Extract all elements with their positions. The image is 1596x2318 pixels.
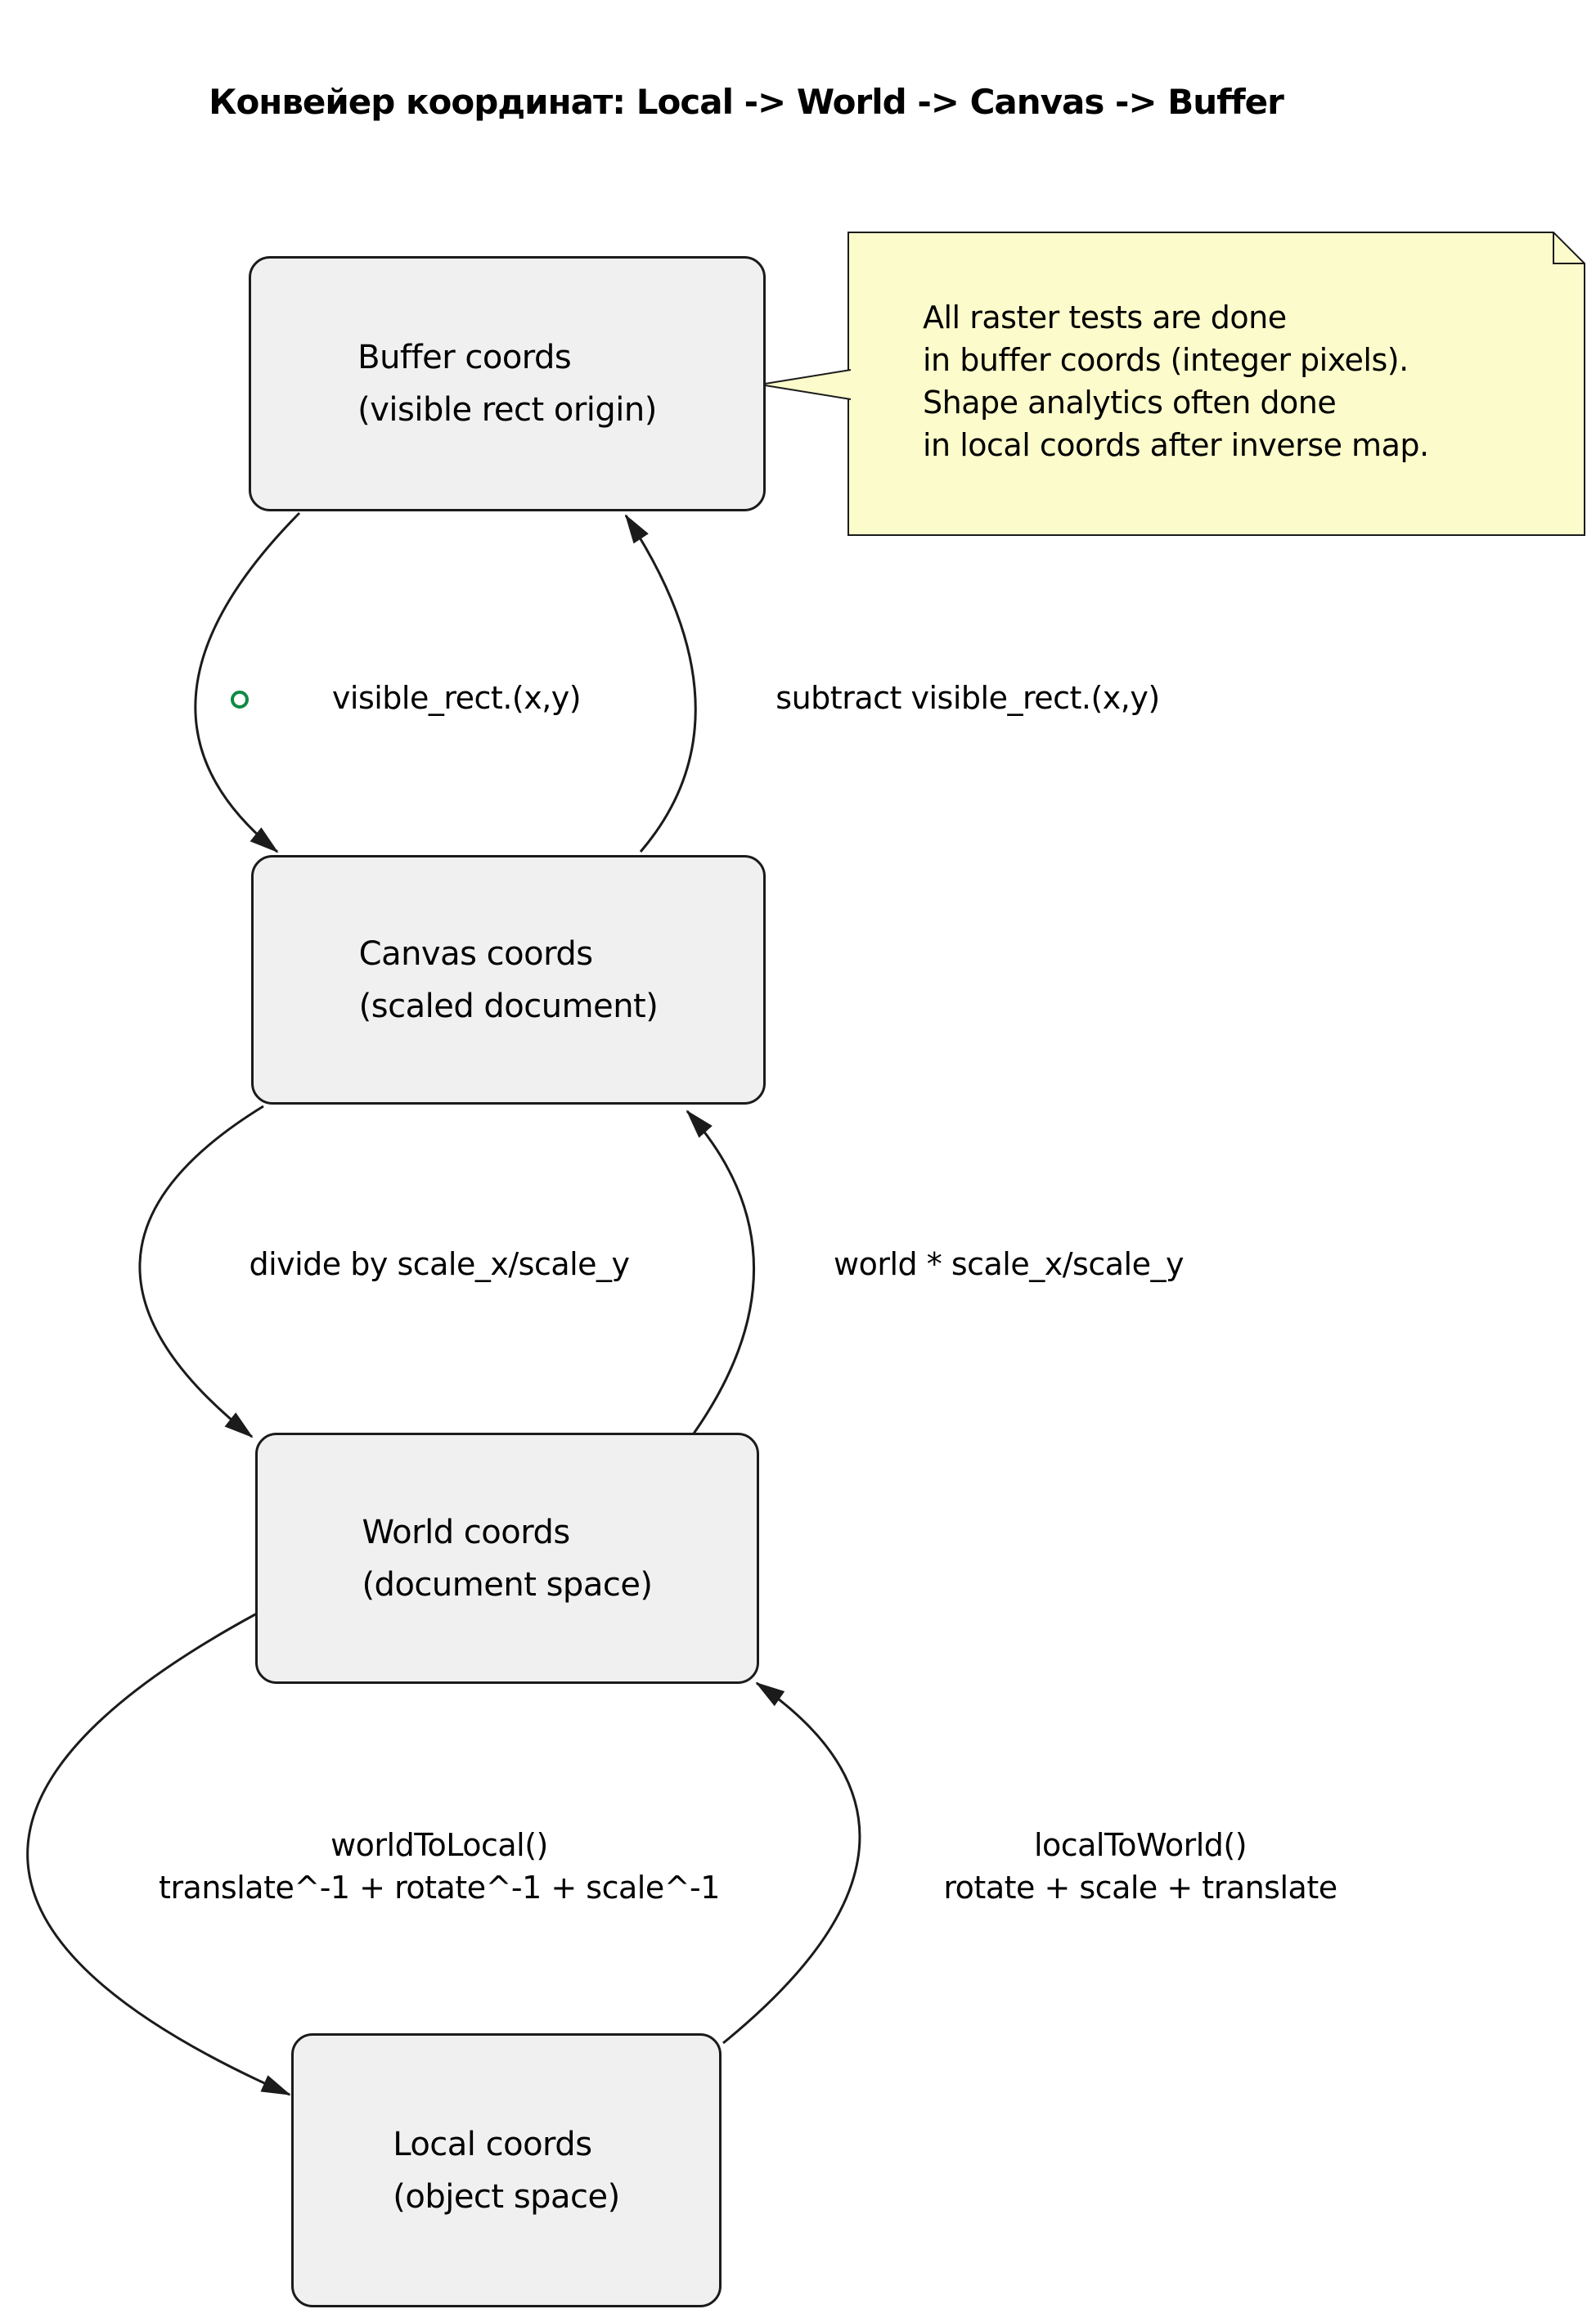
edge-label-local-to-world: localToWorld() rotate + scale + translat… — [943, 1827, 1337, 1906]
edge-world-to-local — [26, 1612, 291, 2096]
node-world-coords: World coords (document space) — [255, 1433, 759, 1684]
edge-label-divide-by-scale: divide by scale_x/scale_y — [249, 1246, 630, 1282]
node-buffer-coords: Buffer coords (visible rect origin) — [249, 256, 766, 511]
node-buffer-coords-label: Buffer coords (visible rect origin) — [357, 339, 657, 429]
edge-canvas-to-world — [138, 1105, 264, 1438]
diagram-title: Конвейер координат: Local -> World -> Ca… — [209, 82, 1284, 122]
note-tail — [759, 369, 852, 400]
entry-point-circle-icon — [231, 691, 249, 709]
edge-buffer-to-canvas — [194, 511, 301, 853]
node-canvas-coords-label: Canvas coords (scaled document) — [358, 934, 659, 1025]
node-canvas-coords: Canvas coords (scaled document) — [251, 855, 766, 1105]
edge-canvas-to-buffer — [624, 514, 697, 853]
note-shape — [847, 232, 1585, 536]
edge-world-to-canvas — [686, 1109, 755, 1434]
note-fold-icon — [1553, 232, 1585, 264]
node-world-coords-label: World coords (document space) — [362, 1513, 653, 1604]
edge-label-subtract-visible-rect: subtract visible_rect.(x,y) — [776, 680, 1160, 716]
edge-label-visible-rect: visible_rect.(x,y) — [331, 680, 582, 716]
edge-local-to-world — [722, 1681, 861, 2045]
note-text: All raster tests are done in buffer coor… — [923, 299, 1429, 463]
edge-label-world-times-scale: world * scale_x/scale_y — [834, 1246, 1184, 1282]
node-local-coords: Local coords (object space) — [291, 2033, 722, 2307]
node-local-coords-label: Local coords (object space) — [393, 2125, 620, 2216]
edge-label-world-to-local: worldToLocal() translate^-1 + rotate^-1 … — [159, 1827, 720, 1906]
